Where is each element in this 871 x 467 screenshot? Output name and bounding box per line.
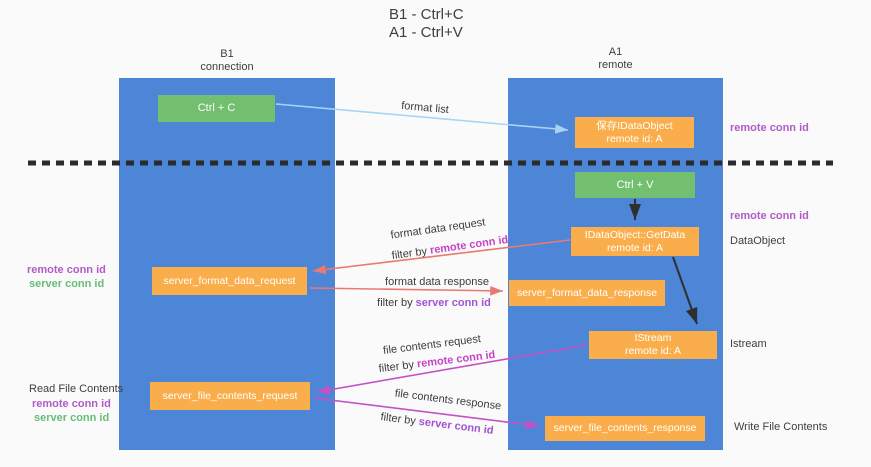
istream-annotation: Istream bbox=[730, 338, 767, 350]
format-data-request-arrow bbox=[312, 239, 571, 275]
ctrl-v-label: Ctrl + V bbox=[616, 178, 654, 191]
ctrl-c-box: Ctrl + C bbox=[158, 95, 275, 122]
remote-conn-id-annotation-left: remote conn id bbox=[27, 264, 106, 276]
save-idataobject-box: 保存IDataObject remote id: A bbox=[575, 117, 694, 148]
left-column-name: B1 bbox=[220, 48, 234, 60]
file-contents-request-arrow bbox=[316, 344, 588, 395]
remote-conn-id-annotation-right: remote conn id bbox=[730, 210, 809, 222]
server-file-contents-request-label: server_file_contents_request bbox=[162, 389, 298, 402]
format-list-arrow bbox=[275, 103, 569, 134]
ctrl-v-box: Ctrl + V bbox=[575, 172, 695, 198]
file-contents-response-arrow bbox=[313, 397, 540, 430]
right-column-name: A1 bbox=[608, 46, 623, 58]
server-file-contents-response-label: server_file_contents_response bbox=[553, 422, 697, 434]
getdata-to-istream-arrow bbox=[672, 256, 698, 325]
read-file-contents-annotation: Read File Contents bbox=[29, 383, 124, 395]
remote-conn-id-annotation-bottom-left: remote conn id bbox=[32, 398, 111, 410]
save-idataobject-remote-id: remote id: A bbox=[606, 132, 663, 145]
server-file-contents-response-box: server_file_contents_response bbox=[545, 416, 705, 441]
save-idataobject-label: 保存IDataObject bbox=[596, 119, 673, 132]
write-file-contents-annotation: Write File Contents bbox=[734, 421, 828, 433]
server-conn-id-text: server conn id bbox=[415, 297, 491, 309]
getdata-label: IDataObject::GetData bbox=[584, 228, 686, 241]
server-format-data-response-label: server_format_data_response bbox=[516, 286, 658, 299]
server-conn-id-annotation-bottom-left: server conn id bbox=[34, 412, 110, 424]
istream-remote-id: remote id: A bbox=[624, 345, 682, 357]
format-response-filter-label: filter by server conn id bbox=[377, 297, 491, 309]
istream-box: IStream remote id: A bbox=[589, 331, 717, 359]
format-data-response-arrow-label: format data response bbox=[385, 276, 489, 288]
idataobject-getdata-box: IDataObject::GetData remote id: A bbox=[571, 227, 699, 256]
server-format-data-request-box: server_format_data_request bbox=[152, 267, 307, 295]
getdata-remote-id: remote id: A bbox=[606, 241, 663, 254]
server-format-data-request-label: server_format_data_request bbox=[163, 274, 296, 287]
ctrl-c-label: Ctrl + C bbox=[197, 102, 236, 114]
server-conn-id-annotation-left: server conn id bbox=[29, 278, 105, 290]
diagram-title: B1 - Ctrl+C A1 - Ctrl+V bbox=[389, 6, 464, 42]
format-data-response-arrow bbox=[309, 286, 504, 296]
remote-conn-id-annotation-top-right: remote conn id bbox=[730, 122, 809, 134]
server-file-contents-request-box: server_file_contents_request bbox=[150, 382, 310, 410]
left-column-header: B1 connection bbox=[119, 48, 335, 74]
left-column-role: connection bbox=[200, 61, 254, 73]
istream-label: IStream bbox=[634, 332, 672, 344]
server-format-data-response-box: server_format_data_response bbox=[509, 280, 665, 306]
title-line-ctrl-v: A1 - Ctrl+V bbox=[389, 24, 463, 41]
title-line-ctrl-c: B1 - Ctrl+C bbox=[389, 6, 464, 23]
right-column-role: remote bbox=[598, 59, 633, 71]
right-column-header: A1 remote bbox=[508, 46, 723, 72]
dataobject-annotation: DataObject bbox=[730, 235, 786, 247]
filter-by-text: filter by bbox=[377, 297, 416, 309]
